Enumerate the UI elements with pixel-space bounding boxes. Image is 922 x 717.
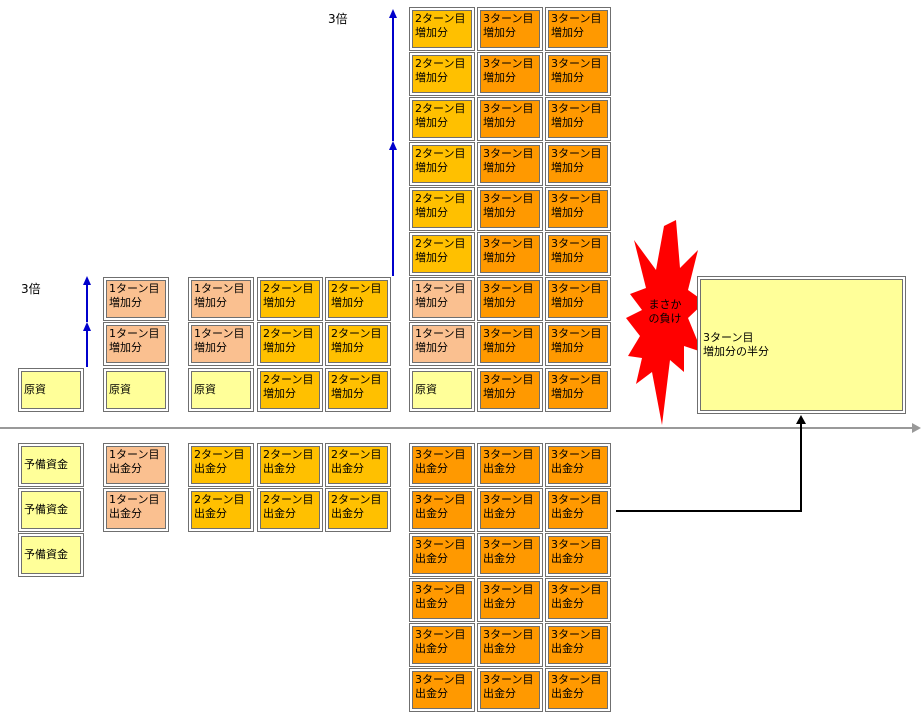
loss-burst [626, 220, 705, 425]
turn3-gain-box: 3ターン目 増加分 [545, 52, 611, 96]
turn2-withdraw-box: 2ターン目 出金分 [188, 443, 254, 487]
turn2-gain-box: 2ターン目 増加分 [257, 368, 323, 412]
turn3-withdraw-box: 3ターン目 出金分 [409, 443, 475, 487]
label-3x-top: 3倍 [328, 12, 348, 26]
turn2-gain-box: 2ターン目 増加分 [257, 322, 323, 366]
reserve-box: 予備資金 [18, 443, 84, 487]
turn1-gain-box: 1ターン目 増加分 [103, 277, 169, 321]
turn3-gain-box: 3ターン目 増加分 [477, 187, 543, 231]
burst-label: まさかの負け [648, 298, 682, 325]
growth-arrowhead-left-upper [83, 276, 91, 285]
turn1-gain-box: 1ターン目 増加分 [103, 322, 169, 366]
principal-box: 原資 [18, 368, 84, 412]
turn1-withdraw-box: 1ターン目 出金分 [103, 443, 169, 487]
growth-arrowhead-left-lower [83, 322, 91, 331]
turn1-gain-box: 1ターン目 増加分 [188, 322, 254, 366]
turn3-withdraw-box: 3ターン目 出金分 [477, 488, 543, 532]
turn2-gain-box: 2ターン目 増加分 [325, 368, 391, 412]
turn3-withdraw-box: 3ターン目 出金分 [409, 533, 475, 577]
turn3-gain-box: 3ターン目 増加分 [545, 322, 611, 366]
growth-arrowhead-right-lower [389, 141, 397, 150]
growth-arrowhead-right-upper [389, 9, 397, 18]
turn3-gain-box: 3ターン目 増加分 [545, 142, 611, 186]
principal-box: 原資 [188, 368, 254, 412]
turn3-withdraw-box: 3ターン目 出金分 [545, 578, 611, 622]
connector-arrowhead [796, 415, 806, 424]
turn2-gain-box: 2ターン目 増加分 [409, 142, 475, 186]
turn3-gain-box: 3ターン目 増加分 [477, 232, 543, 276]
turn3-gain-box: 3ターン目 増加分 [545, 187, 611, 231]
turn3-withdraw-box: 3ターン目 出金分 [477, 443, 543, 487]
turn2-gain-box: 2ターン目 増加分 [409, 187, 475, 231]
turn2-gain-box: 2ターン目 増加分 [409, 97, 475, 141]
turn3-withdraw-box: 3ターン目 出金分 [545, 443, 611, 487]
turn2-gain-box: 2ターン目 増加分 [257, 277, 323, 321]
turn3-gain-box: 3ターン目 増加分 [545, 232, 611, 276]
reserve-box: 予備資金 [18, 488, 84, 532]
turn3-gain-box: 3ターン目 増加分 [477, 142, 543, 186]
turn2-gain-box: 2ターン目 増加分 [409, 7, 475, 51]
turn3-gain-box: 3ターン目 増加分 [477, 52, 543, 96]
turn3-gain-box: 3ターン目 増加分 [545, 277, 611, 321]
turn3-withdraw-box: 3ターン目 出金分 [477, 668, 543, 712]
turn1-gain-box: 1ターン目 増加分 [409, 322, 475, 366]
turn2-withdraw-box: 2ターン目 出金分 [257, 488, 323, 532]
result-box: 3ターン目 増加分の半分 [697, 276, 906, 414]
turn3-gain-box: 3ターン目 増加分 [545, 97, 611, 141]
turn2-gain-box: 2ターン目 増加分 [409, 52, 475, 96]
turn3-gain-box: 3ターン目 増加分 [477, 322, 543, 366]
withdraw-connector [616, 420, 802, 512]
turn2-gain-box: 2ターン目 増加分 [409, 232, 475, 276]
turn2-withdraw-box: 2ターン目 出金分 [188, 488, 254, 532]
principal-box: 原資 [409, 368, 475, 412]
turn3-withdraw-box: 3ターン目 出金分 [409, 488, 475, 532]
turn2-withdraw-box: 2ターン目 出金分 [325, 443, 391, 487]
turn2-withdraw-box: 2ターン目 出金分 [325, 488, 391, 532]
turn3-withdraw-box: 3ターン目 出金分 [545, 488, 611, 532]
turn3-withdraw-box: 3ターン目 出金分 [545, 623, 611, 667]
reserve-box: 予備資金 [18, 533, 84, 577]
turn3-gain-box: 3ターン目 増加分 [477, 277, 543, 321]
label-3x-left: 3倍 [21, 282, 41, 296]
axis-arrowhead [912, 423, 921, 433]
turn3-withdraw-box: 3ターン目 出金分 [545, 668, 611, 712]
turn3-withdraw-box: 3ターン目 出金分 [409, 623, 475, 667]
turn1-withdraw-box: 1ターン目 出金分 [103, 488, 169, 532]
turn3-withdraw-box: 3ターン目 出金分 [545, 533, 611, 577]
turn1-gain-box: 1ターン目 増加分 [188, 277, 254, 321]
turn2-gain-box: 2ターン目 増加分 [325, 322, 391, 366]
turn3-gain-box: 3ターン目 増加分 [477, 97, 543, 141]
turn3-withdraw-box: 3ターン目 出金分 [477, 623, 543, 667]
turn2-gain-box: 2ターン目 増加分 [325, 277, 391, 321]
turn2-withdraw-box: 2ターン目 出金分 [257, 443, 323, 487]
turn1-gain-box: 1ターン目 増加分 [409, 277, 475, 321]
turn3-gain-box: 3ターン目 増加分 [477, 7, 543, 51]
turn3-gain-box: 3ターン目 増加分 [477, 368, 543, 412]
turn3-withdraw-box: 3ターン目 出金分 [477, 533, 543, 577]
turn3-withdraw-box: 3ターン目 出金分 [477, 578, 543, 622]
turn3-gain-box: 3ターン目 増加分 [545, 368, 611, 412]
principal-box: 原資 [103, 368, 169, 412]
turn3-withdraw-box: 3ターン目 出金分 [409, 668, 475, 712]
turn3-withdraw-box: 3ターン目 出金分 [409, 578, 475, 622]
turn3-gain-box: 3ターン目 増加分 [545, 7, 611, 51]
